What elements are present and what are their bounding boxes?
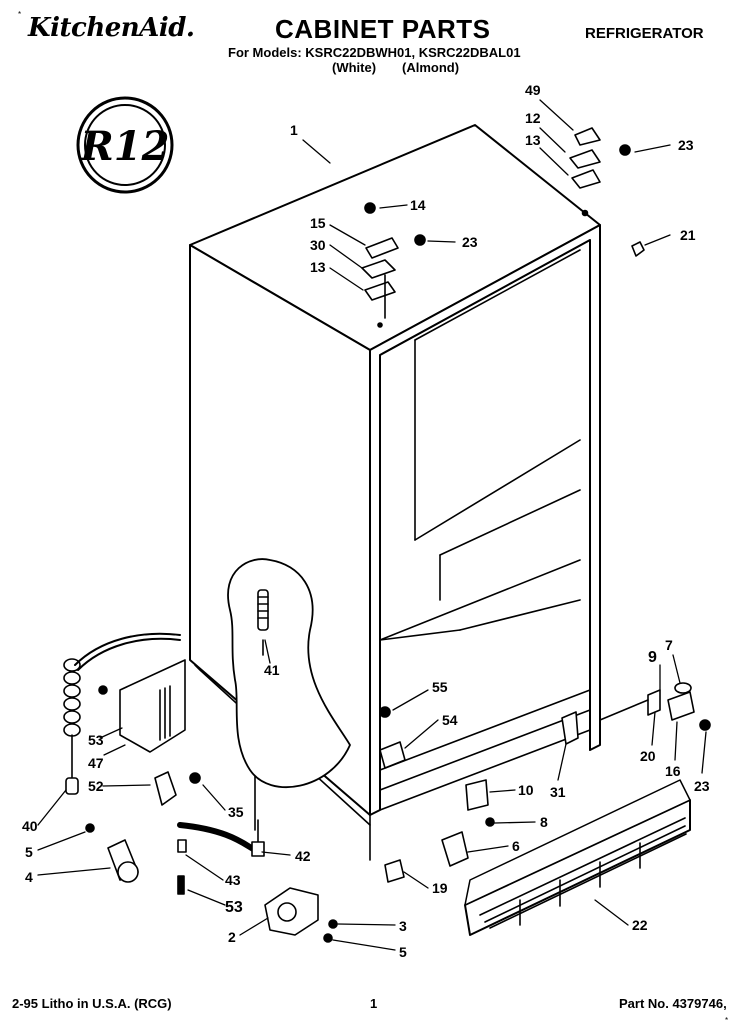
callout-3: 3: [399, 918, 407, 934]
lower-hinge-right: [599, 682, 711, 731]
callout-6: 6: [512, 838, 520, 854]
callout-13-top-center: 13: [310, 259, 326, 275]
callout-13-top-right: 13: [525, 132, 541, 148]
callout-42: 42: [295, 848, 311, 864]
callout-52: 52: [88, 778, 104, 794]
toe-grille: [464, 779, 691, 936]
callout-7: 7: [665, 637, 673, 653]
callout-10: 10: [518, 782, 534, 798]
callout-47: 47: [88, 755, 104, 771]
middle-parts: [379, 706, 579, 883]
callout-23-top-right: 23: [678, 137, 694, 153]
drain-tube-41: [257, 589, 269, 656]
cord-assembly: [63, 632, 201, 806]
callout-22: 22: [632, 917, 648, 933]
callout-23-top-center: 23: [462, 234, 478, 250]
callout-54: 54: [442, 712, 458, 728]
page-number: 1: [370, 996, 378, 1011]
callout-12: 12: [525, 110, 541, 126]
callout-5-right: 5: [399, 944, 407, 960]
footer-mark: *: [725, 1016, 729, 1025]
callout-5-left: 5: [25, 844, 33, 860]
r12-badge-text: R12: [80, 123, 170, 170]
callout-41: 41: [264, 662, 280, 678]
callout-40: 40: [22, 818, 38, 834]
callout-1: 1: [290, 122, 298, 138]
callout-15: 15: [310, 215, 326, 231]
brand-logo: KitchenAid.: [28, 13, 195, 43]
models-line: For Models: KSRC22DBWH01, KSRC22DBAL01: [228, 45, 521, 60]
callout-53-lower: 53: [225, 899, 243, 916]
color-white-label: (White): [332, 60, 377, 75]
r12-badge: R12: [76, 96, 174, 194]
page-title: CABINET PARTS: [275, 14, 491, 44]
callout-43: 43: [225, 872, 241, 888]
part-number: Part No. 4379746,: [619, 996, 727, 1011]
callout-labels: 1 49 12 13 23 14 15 30 13 23 21 41 55 54…: [22, 82, 710, 960]
callout-20: 20: [640, 748, 656, 764]
callout-16: 16: [665, 763, 681, 779]
color-almond-label: (Almond): [402, 60, 460, 75]
cabinet-shell: [189, 124, 601, 861]
print-info: 2-95 Litho in U.S.A. (RCG): [12, 996, 172, 1011]
caster-assembly: [85, 819, 338, 943]
callout-2: 2: [228, 929, 236, 945]
callout-35: 35: [228, 804, 244, 820]
trademark-mark: *: [18, 10, 22, 19]
leader-lines: [37, 99, 707, 951]
callout-53-upper: 53: [88, 732, 104, 748]
callout-19: 19: [432, 880, 448, 896]
callout-14: 14: [410, 197, 426, 213]
top-hinge-right: [569, 127, 645, 257]
callout-9: 9: [648, 649, 657, 666]
callout-23-lower-right: 23: [694, 778, 710, 794]
top-hinge-center: [361, 202, 426, 328]
callout-21: 21: [680, 227, 696, 243]
callout-4: 4: [25, 869, 33, 885]
callout-30: 30: [310, 237, 326, 253]
callout-31: 31: [550, 784, 566, 800]
callout-49: 49: [525, 82, 541, 98]
appliance-type: REFRIGERATOR: [585, 25, 704, 42]
callout-55: 55: [432, 679, 448, 695]
callout-8: 8: [540, 814, 548, 830]
